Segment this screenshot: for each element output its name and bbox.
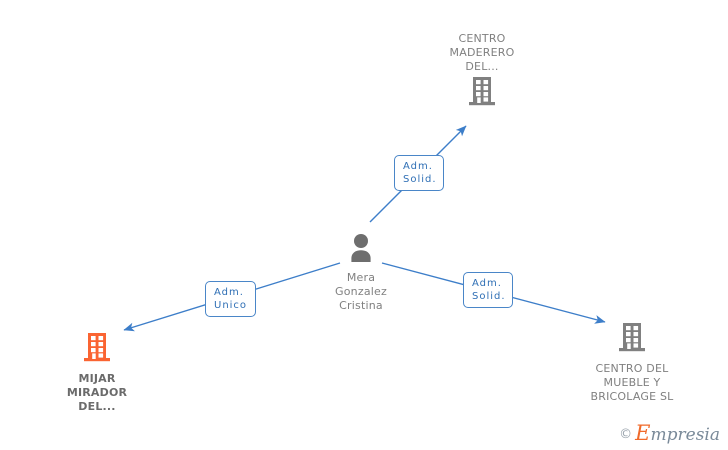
person-icon [286,232,436,268]
node-mera-gonzalez-cristina[interactable]: Mera Gonzalez Cristina [286,232,436,313]
copyright-icon: © [619,427,633,442]
building-icon [22,330,172,368]
empresia-watermark: © Empresia [619,423,721,445]
node-mijar-mirador[interactable]: MIJAR MIRADOR DEL... [22,330,172,414]
brand-wordmark: Empresia [635,423,721,445]
node-caption-mera-gonzalez-cristina: Mera Gonzalez Cristina [335,271,387,312]
edge-label-mijar-mirador[interactable]: Adm. Unico [205,281,256,317]
brand-initial: E [635,421,651,445]
node-caption-centro-del-mueble: CENTRO DEL MUEBLE Y BRICOLAGE SL [590,362,674,403]
building-icon [407,74,557,112]
node-centro-maderero[interactable]: CENTRO MADERERO DEL... [407,32,557,112]
node-caption-mijar-mirador: MIJAR MIRADOR DEL... [66,372,128,413]
building-icon [557,320,707,358]
edge-label-centro-del-mueble[interactable]: Adm. Solid. [463,272,513,308]
node-centro-del-mueble[interactable]: CENTRO DEL MUEBLE Y BRICOLAGE SL [557,320,707,404]
brand-rest: mpresia [650,425,721,445]
node-caption-centro-maderero: CENTRO MADERERO DEL... [449,32,515,73]
edge-label-centro-maderero[interactable]: Adm. Solid. [394,155,444,191]
